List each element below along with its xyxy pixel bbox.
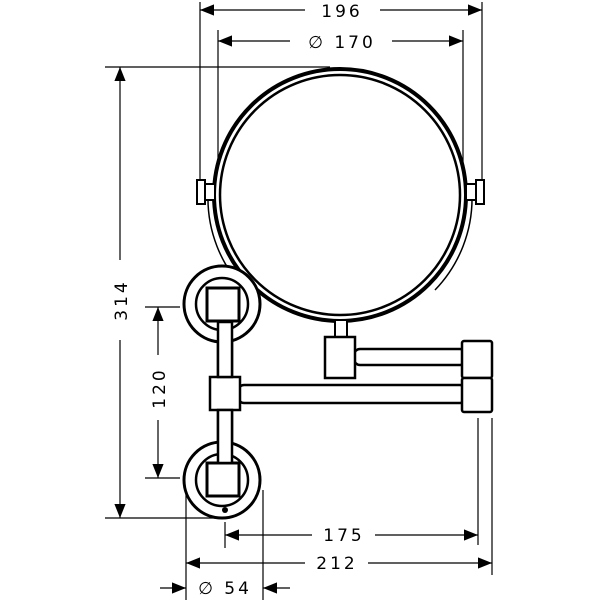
right-pivot-knob bbox=[475, 179, 485, 205]
wall-plate-top bbox=[182, 264, 262, 344]
dimension-mirror-width: 196 bbox=[321, 2, 362, 22]
dimension-mirror-diameter: ∅ 170 bbox=[308, 33, 376, 53]
swing-arms bbox=[208, 319, 494, 464]
left-pivot-knob bbox=[196, 179, 206, 205]
dimension-total-height: 314 bbox=[112, 279, 132, 320]
dimension-plate-spacing: 120 bbox=[150, 367, 170, 408]
dimension-total-depth: 212 bbox=[316, 554, 357, 574]
dimension-plate-diameter: ∅ 54 bbox=[198, 579, 252, 599]
wall-plate-bottom bbox=[182, 440, 262, 520]
extension-lines bbox=[105, 2, 493, 600]
mirror bbox=[196, 67, 485, 323]
dimension-arm-reach: 175 bbox=[323, 526, 364, 546]
